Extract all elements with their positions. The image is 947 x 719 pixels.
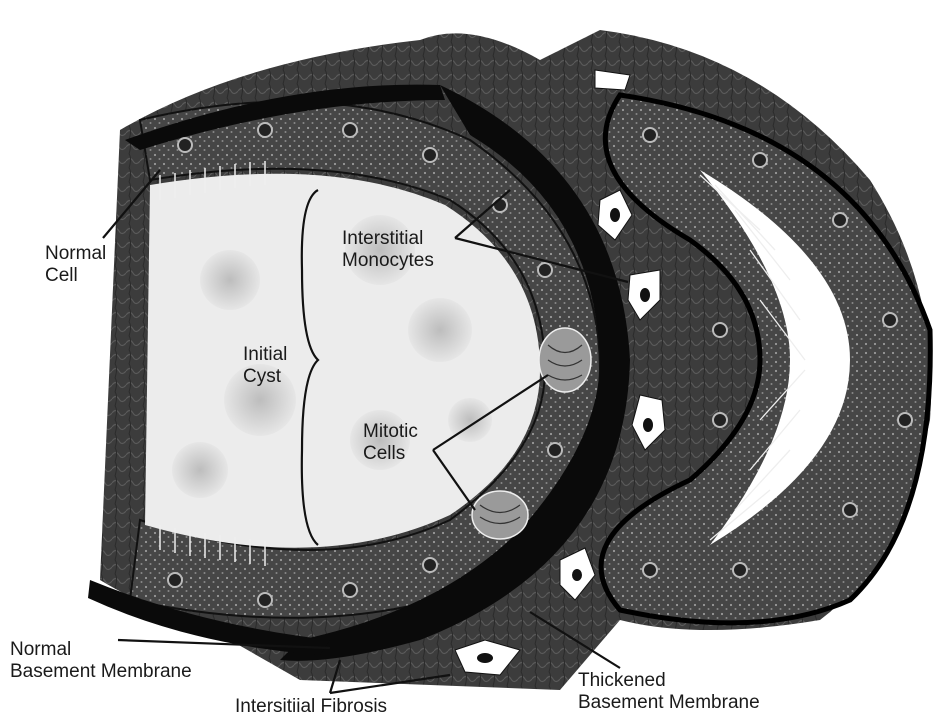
label-initial-cyst-1: Initial bbox=[243, 344, 287, 365]
mitotic-cell-lower bbox=[472, 491, 528, 539]
label-initial-cyst-2: Cyst bbox=[243, 366, 282, 387]
label-normal-basement-membrane-2: Basement Membrane bbox=[10, 661, 192, 682]
label-normal-cell-1: Normal bbox=[45, 243, 106, 264]
label-mitotic-cells-1: Mitotic bbox=[363, 421, 418, 442]
label-interstitial-monocytes-1: Interstitial bbox=[342, 228, 423, 249]
label-normal-basement-membrane-1: Normal bbox=[10, 639, 71, 660]
mitotic-cell-upper bbox=[539, 328, 591, 392]
label-normal-cell-2: Cell bbox=[45, 265, 78, 286]
label-thickened-basement-membrane-1: Thickened bbox=[578, 670, 666, 691]
label-interstitial-fibrosis: Intersitiial Fibrosis bbox=[235, 696, 387, 717]
label-thickened-basement-membrane-2: Basement Membrane bbox=[578, 692, 760, 713]
label-mitotic-cells-2: Cells bbox=[363, 443, 405, 464]
label-interstitial-monocytes-2: Monocytes bbox=[342, 250, 434, 271]
